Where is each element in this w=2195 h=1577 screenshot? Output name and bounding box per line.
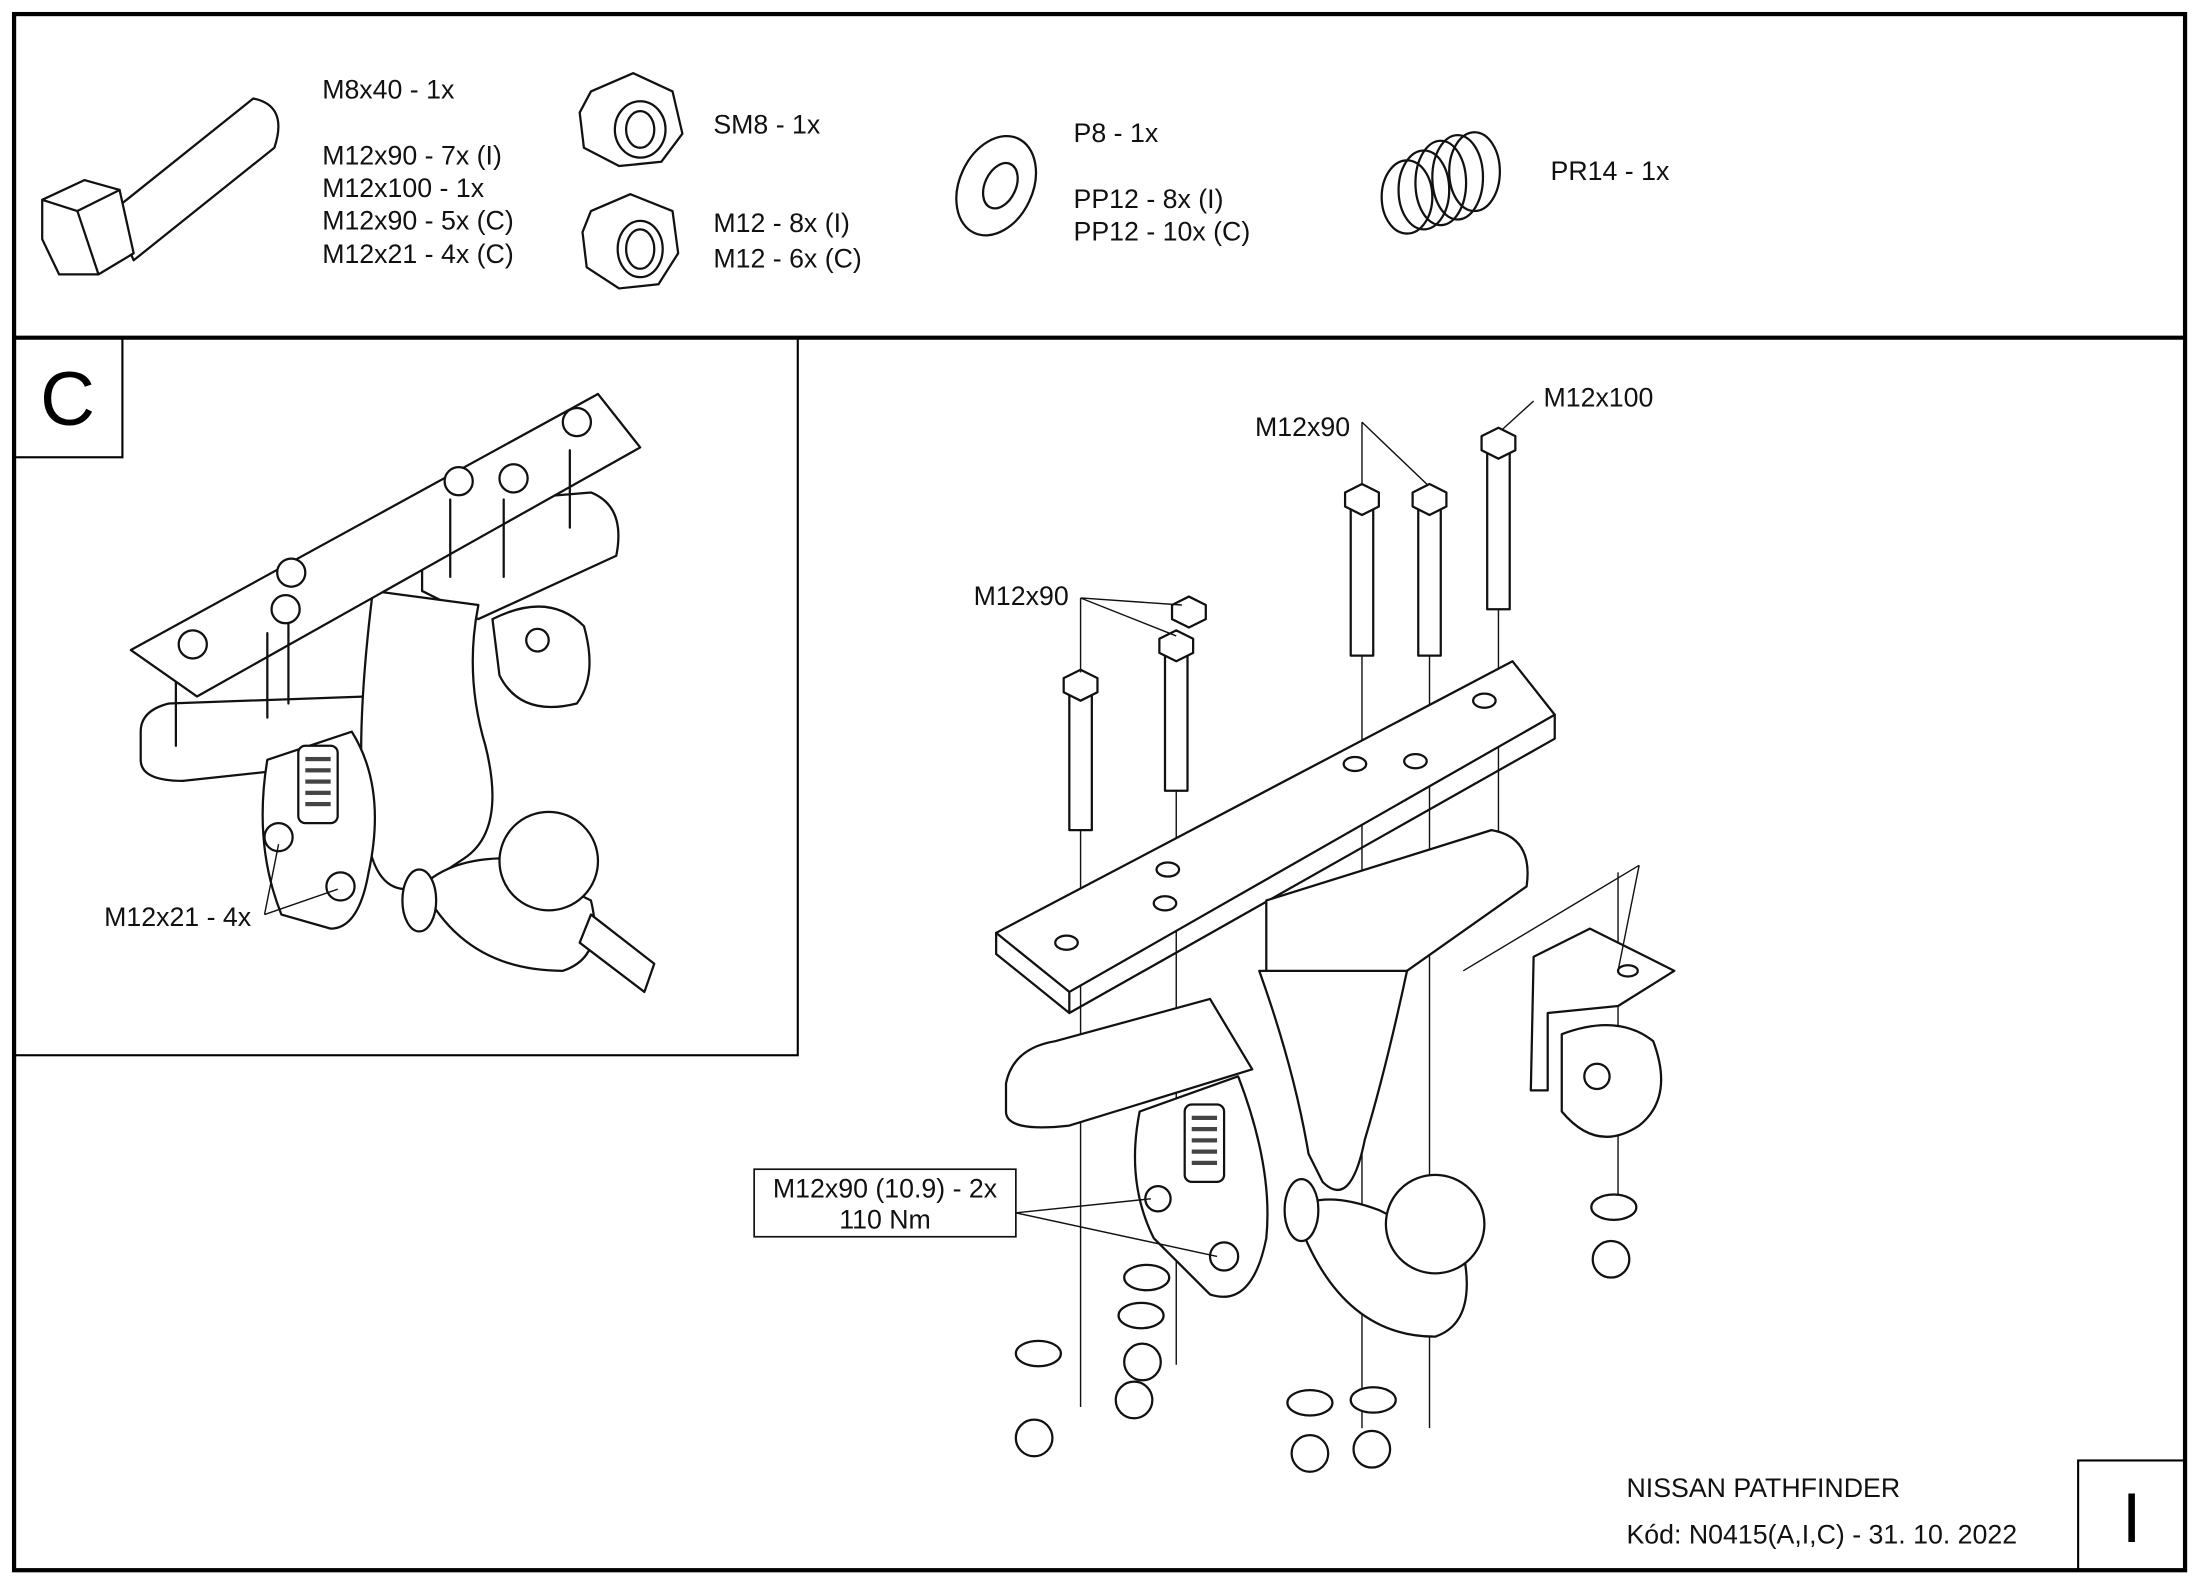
variant-c-label: C [40, 357, 95, 442]
callout-m12x90-front: M12x90 [974, 581, 1069, 611]
part-washer-pp12-i: PP12 - 8x (I) [1074, 184, 1224, 214]
hex-nut-icon [581, 193, 680, 290]
hex-bolt-icon [41, 97, 280, 276]
vehicle-name: NISSAN PATHFINDER [1626, 1473, 1900, 1503]
part-bolt-m12x90-i: M12x90 - 7x (I) [322, 141, 502, 171]
part-nut-sm8: SM8 - 1x [713, 110, 821, 140]
spring-icon [1380, 131, 1501, 235]
sheet-label: I [2122, 1478, 2142, 1557]
variant-i-towbar-exploded-drawing [995, 400, 1676, 1473]
part-washer-pp12-c: PP12 - 10x (C) [1074, 217, 1251, 247]
part-bolt-m8x40: M8x40 - 1x [322, 74, 455, 104]
part-spring-pr14: PR14 - 1x [1551, 156, 1670, 186]
callout-m12x90-rear: M12x90 [1255, 412, 1350, 442]
part-bolt-m12x21: M12x21 - 4x (C) [322, 239, 514, 269]
nuts-i [1014, 1239, 1631, 1473]
locking-nut-icon [578, 72, 684, 168]
callout-m12x21: M12x21 - 4x [104, 902, 252, 932]
variant-c-label-box [13, 336, 124, 459]
bolt-heads-c [177, 406, 593, 902]
part-nut-m12-i: M12 - 8x (I) [713, 208, 850, 238]
torque-callout-value: 110 Nm [839, 1204, 931, 1234]
plate-holes [1054, 692, 1497, 951]
part-bolt-m12x90-c: M12x90 - 5x (C) [322, 205, 514, 235]
callout-m12x100: M12x100 [1543, 383, 1653, 413]
part-bolt-m12x100: M12x100 - 1x [322, 173, 485, 203]
bolts-i [1062, 426, 1517, 832]
washer-icon [955, 134, 1038, 237]
part-washer-p8: P8 - 1x [1074, 118, 1159, 148]
sheet-label-box [2077, 1459, 2187, 1572]
variant-c-panel [13, 336, 799, 1057]
product-code: Kód: N0415(A,I,C) - 31. 10. 2022 [1626, 1519, 2017, 1549]
torque-callout-box [753, 1168, 1017, 1238]
washers-i [1014, 1193, 1638, 1417]
torque-callout-bolt: M12x90 (10.9) - 2x [773, 1173, 998, 1203]
part-nut-m12-c: M12 - 6x (C) [713, 243, 861, 273]
variant-c-towbar-drawing [129, 392, 656, 994]
